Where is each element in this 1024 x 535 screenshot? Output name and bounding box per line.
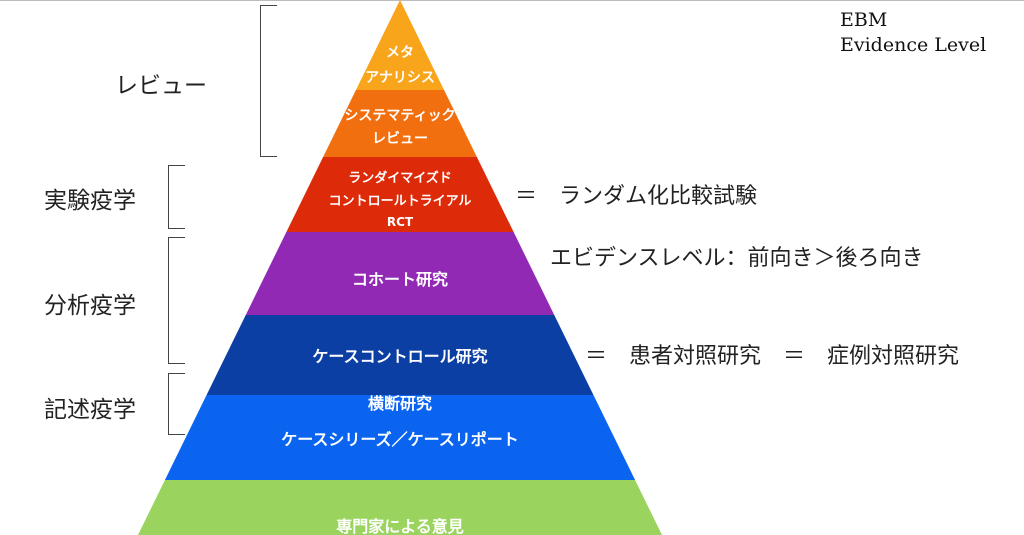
level-label: ランダイマイズド [348, 170, 452, 186]
top-border [0, 0, 1024, 1]
level-case-series [138, 395, 662, 480]
level-label: アナリシス [365, 70, 435, 86]
note-rct: ＝ ランダム化比較試験 [515, 184, 758, 209]
bracket-descriptive [168, 373, 185, 435]
level-label: コホート研究 [352, 270, 448, 289]
category-analytical: 分析疫学 [44, 293, 136, 319]
bracket-experimental [168, 165, 185, 229]
category-review: レビュー [115, 73, 207, 99]
bracket-review [260, 5, 277, 157]
level-label: 専門家による意見 [336, 517, 464, 535]
level-systematic-review [138, 90, 662, 157]
category-descriptive: 記述疫学 [44, 397, 136, 423]
level-label: RCT [387, 215, 414, 229]
level-rct [138, 157, 662, 232]
level-label: ケースコントロール研究 [312, 347, 487, 366]
level-label: ケースシリーズ／ケースリポート [281, 430, 519, 449]
category-experimental: 実験疫学 [44, 188, 136, 214]
slide-title: EBM Evidence Level [840, 8, 986, 58]
note-case-control: ＝ 患者対照研究 ＝ 症例対照研究 [585, 344, 960, 369]
title-line: EBM [840, 9, 888, 31]
note-evidence-level: エビデンスレベル：前向き＞後ろ向き [550, 246, 924, 271]
level-expert-opinion [138, 480, 662, 535]
level-label: コントロールトライアル [329, 194, 472, 209]
level-label: システマティック [344, 108, 455, 124]
level-label: レビュー [372, 131, 428, 147]
level-label: メタ [386, 45, 414, 61]
title-line: Evidence Level [840, 34, 987, 56]
level-label: 横断研究 [368, 394, 432, 413]
bracket-analytical [168, 237, 185, 364]
